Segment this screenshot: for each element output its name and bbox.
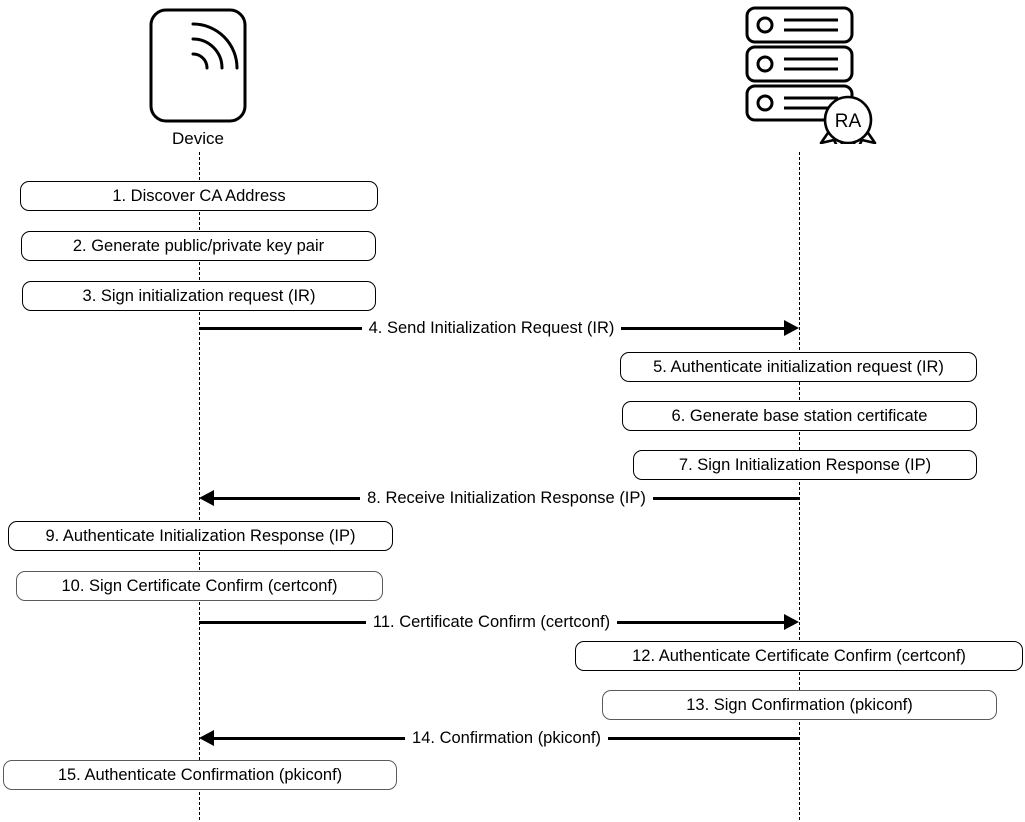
arrow-line-left-14 [214, 736, 406, 740]
step-text-7: 7. Sign Initialization Response (IP) [678, 455, 932, 474]
arrow-line-left-4 [199, 326, 362, 330]
message-label-8: 8. Receive Initialization Response (IP) [367, 488, 646, 507]
step-box-7: 7. Sign Initialization Response (IP) [633, 450, 977, 480]
message-label-14: 14. Confirmation (pkiconf) [412, 728, 601, 747]
step-text-15: 15. Authenticate Confirmation (pkiconf) [57, 765, 343, 784]
arrow-line-right-11 [617, 620, 784, 624]
arrowhead-right-icon-11 [784, 614, 799, 630]
message-label-4: 4. Send Initialization Request (IR) [368, 318, 615, 337]
message-arrow-4: 4. Send Initialization Request (IR) [199, 317, 800, 339]
step-text-12: 12. Authenticate Certificate Confirm (ce… [632, 646, 966, 665]
step-text-13: 13. Sign Confirmation (pkiconf) [686, 695, 913, 714]
arrowhead-right-icon-4 [784, 320, 800, 336]
ra-server-icon: RA [742, 4, 877, 152]
step-box-13: 13. Sign Confirmation (pkiconf) [602, 690, 997, 720]
step-text-9: 9. Authenticate Initialization Response … [45, 526, 356, 545]
message-arrow-8: 8. Receive Initialization Response (IP) [199, 487, 799, 509]
arrow-line-right-8 [652, 496, 799, 500]
device-icon [149, 8, 247, 123]
step-box-3: 3. Sign initialization request (IR) [22, 281, 376, 311]
step-box-10: 10. Sign Certificate Confirm (certconf) [16, 571, 383, 601]
step-text-2: 2. Generate public/private key pair [72, 236, 325, 255]
arrow-line-left-8 [214, 496, 361, 500]
ra-badge-text: RA [835, 111, 862, 132]
step-box-9: 9. Authenticate Initialization Response … [8, 521, 393, 551]
arrow-line-right-4 [621, 326, 785, 330]
message-arrow-14: 14. Confirmation (pkiconf) [199, 727, 800, 749]
step-text-5: 5. Authenticate initialization request (… [653, 357, 944, 376]
device-label-text: Device [172, 129, 224, 148]
arrow-line-left-11 [199, 620, 366, 624]
step-text-3: 3. Sign initialization request (IR) [82, 286, 316, 305]
step-text-6: 6. Generate base station certificate [671, 406, 928, 425]
step-box-12: 12. Authenticate Certificate Confirm (ce… [575, 641, 1023, 671]
step-box-6: 6. Generate base station certificate [622, 401, 977, 431]
arrowhead-left-icon-8 [199, 490, 214, 506]
step-text-1: 1. Discover CA Address [112, 186, 286, 205]
step-box-2: 2. Generate public/private key pair [21, 231, 376, 261]
actor-label-device: Device [99, 129, 297, 149]
message-arrow-11: 11. Certificate Confirm (certconf) [199, 611, 799, 633]
step-box-15: 15. Authenticate Confirmation (pkiconf) [3, 760, 397, 790]
step-box-5: 5. Authenticate initialization request (… [620, 352, 977, 382]
message-label-11: 11. Certificate Confirm (certconf) [372, 612, 611, 631]
step-text-10: 10. Sign Certificate Confirm (certconf) [61, 576, 338, 595]
step-box-1: 1. Discover CA Address [20, 181, 378, 211]
lifeline-ra [798, 152, 800, 820]
arrowhead-left-icon-14 [199, 730, 214, 746]
lifeline-device [198, 152, 200, 820]
arrow-line-right-14 [607, 736, 800, 740]
